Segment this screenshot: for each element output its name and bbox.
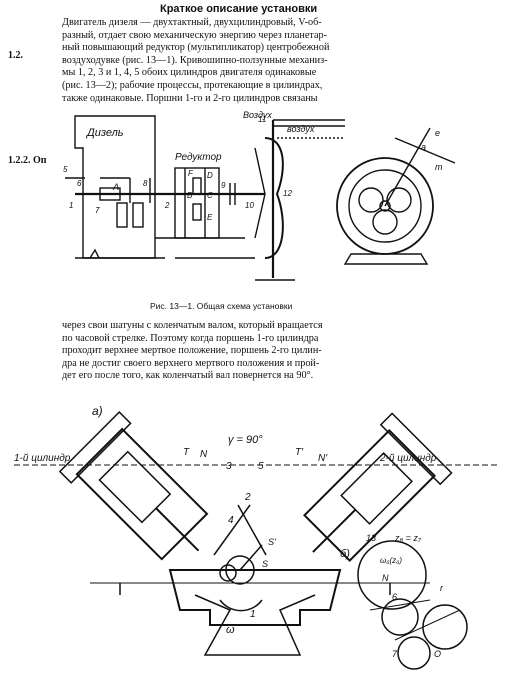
page-title: Краткое описание установки — [160, 3, 318, 15]
shaft-block — [99, 187, 121, 201]
angle-label: γ = 90° — [228, 434, 263, 446]
figure-caption: Рис. 13—1. Общая схема установки — [150, 301, 293, 311]
label-E: E — [207, 213, 213, 222]
cylinder-1-label: 1-й цилиндр — [14, 453, 71, 464]
label-a: a — [421, 142, 426, 152]
label-omega-6: ω₆(z₆) — [380, 556, 402, 565]
label-10: 10 — [245, 201, 254, 210]
paragraph-line: Двигатель дизеля — двухтактный, двухцили… — [62, 17, 322, 28]
paragraph-line: через свои шатуны с коленчатым валом, ко… — [62, 320, 323, 331]
label-m: m — [435, 162, 443, 172]
label-2-fig2: 2 — [244, 492, 251, 503]
air-out-label: воздух — [287, 124, 315, 134]
paragraph-line: дет его после того, как коленчатый вал п… — [62, 370, 314, 382]
label-8: 8 — [143, 179, 148, 188]
label-4: 4 — [228, 515, 234, 526]
label-5: 5 — [63, 165, 68, 174]
paragraph-line: по часовой стрелке. Поэтому когда поршен… — [62, 332, 319, 344]
label-5-fig2: 5 — [258, 461, 264, 472]
paragraph-line: мы 1, 2, 3 и 1, 4, 5 обоих цилиндров дви… — [62, 67, 317, 79]
paragraph-line: разный, отдает свою механическую энергию… — [62, 29, 327, 41]
label-N-prime: N' — [318, 453, 328, 464]
paragraph-2: через свои шатуны с коленчатым валом, ко… — [62, 320, 402, 383]
cylinder-2-label: 2-й цилиндр — [379, 453, 437, 464]
gear-7 — [397, 636, 431, 670]
label-11: 11 — [258, 115, 266, 124]
label-r: r — [440, 583, 444, 593]
label-7: 7 — [95, 206, 100, 215]
label-a-fig2: а) — [92, 404, 103, 418]
figure-13-1-scheme: Дизель Редуктор Воздух воздух A F B C D … — [63, 110, 456, 281]
left-cylinder — [58, 411, 209, 561]
air-duct — [273, 119, 345, 127]
label-1: 1 — [69, 201, 73, 210]
label-13: 13 — [366, 533, 376, 543]
label-N: N — [200, 449, 208, 460]
paragraph-1: Двигатель дизеля — двухтактный, двухцили… — [62, 17, 402, 105]
paragraph-line: также одинаковые. Поршни 1-го и 2-го цил… — [62, 92, 318, 104]
gear-6 — [381, 598, 419, 636]
label-1-fig2: 1 — [250, 609, 256, 620]
label-2: 2 — [164, 201, 170, 210]
label-T-prime: T' — [295, 447, 304, 458]
section-heading: 1.2.2. Оп — [8, 155, 47, 166]
paragraph-line: проходит верхнее мертвое положение, порш… — [62, 345, 322, 357]
paragraph-line: (рис. 13—2); рабочие процессы, протекающ… — [62, 79, 323, 91]
right-cylinder — [303, 412, 453, 562]
label-6-fig2: 6 — [392, 592, 397, 602]
label-z-eq: z₆ = z₇ — [394, 533, 422, 543]
paragraph-line: воздуходувке (рис. 13—1). Кривошипно-пол… — [62, 54, 328, 66]
label-b-fig2: б) — [340, 548, 350, 560]
label-B: B — [187, 191, 193, 200]
label-T: T — [183, 447, 190, 458]
label-S: S — [262, 559, 268, 569]
figure-13-2-v-engine: а) 1-й цилиндр 2-й цилиндр γ = 90° T N T… — [14, 404, 500, 670]
label-O-b: O — [434, 649, 441, 659]
label-D: D — [207, 171, 213, 180]
paragraph-line: ный повышающий редуктор (мультипликатор)… — [62, 42, 330, 54]
reducer-label: Редуктор — [175, 152, 222, 163]
label-F: F — [188, 169, 194, 178]
label-A: A — [112, 182, 119, 192]
label-9: 9 — [221, 181, 226, 190]
section-number: 1.2. — [8, 50, 23, 61]
label-C: C — [207, 191, 213, 200]
gear-13 — [357, 540, 427, 610]
label-7-fig2: 7 — [392, 649, 398, 659]
diesel-label: Дизель — [85, 127, 124, 139]
label-S-prime: S' — [268, 537, 276, 547]
label-3: 3 — [226, 461, 232, 472]
air-in-label: Воздух — [243, 110, 272, 120]
crank-center — [225, 555, 255, 585]
label-e: e — [435, 128, 440, 138]
paragraph-line: дра не достиг своего верхнего мертвого п… — [62, 357, 320, 369]
label-omega: ω — [226, 624, 235, 636]
blower-wheel — [264, 137, 284, 259]
label-N-b: N — [382, 573, 389, 583]
label-6: 6 — [77, 179, 82, 188]
label-12: 12 — [283, 189, 292, 198]
